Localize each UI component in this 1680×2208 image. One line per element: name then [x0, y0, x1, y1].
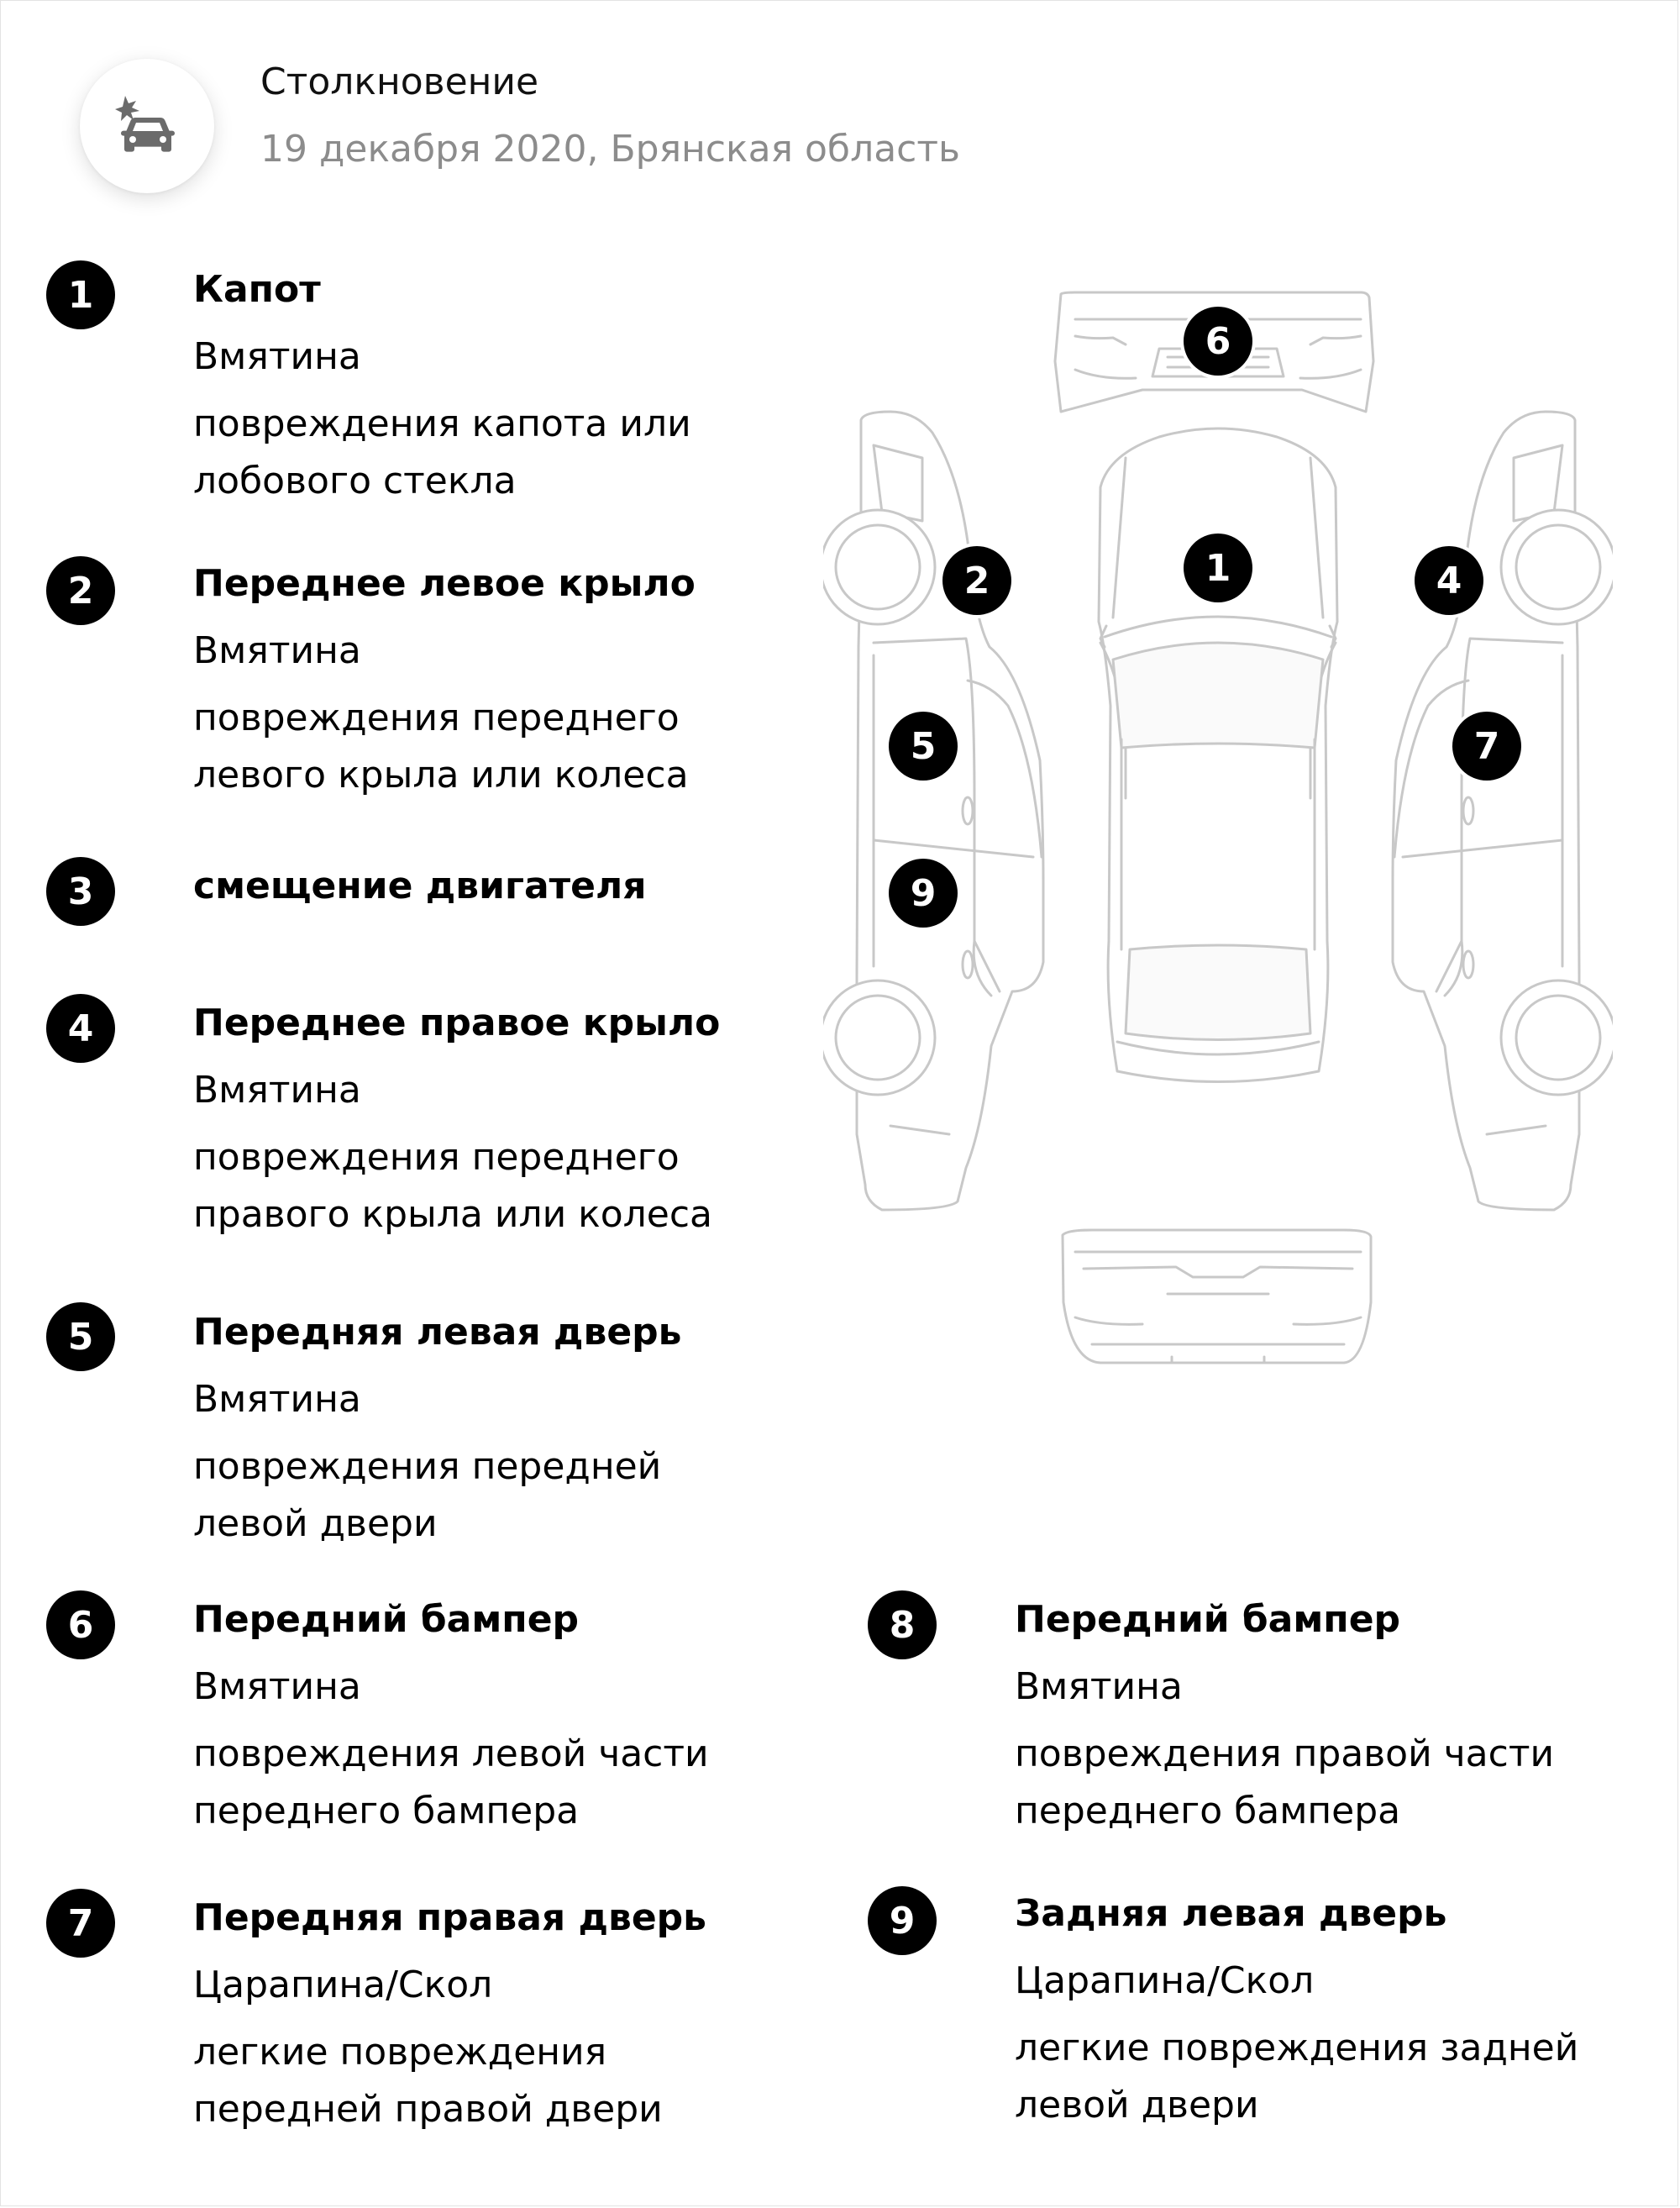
event-title: Столкновение — [260, 60, 539, 103]
damage-type: Вмятина — [193, 335, 361, 378]
damage-number-badge: 8 — [868, 1590, 937, 1659]
damage-type: Вмятина — [1015, 1665, 1183, 1708]
damage-description: повреждения левой части переднего бампер… — [193, 1732, 709, 1832]
damage-description: повреждения правой части переднего бампе… — [1015, 1732, 1555, 1832]
damage-details: Задняя левая дверь Царапина/Скол легкие … — [1015, 1889, 1603, 2134]
damage-type: Вмятина — [193, 1378, 361, 1421]
damage-part: Переднее правое крыло — [193, 1001, 721, 1044]
car-crash-icon — [115, 96, 175, 152]
damage-details: Капот Вмятина повреждения капота или лоб… — [193, 265, 781, 510]
damage-details: Передняя правая дверь Царапина/Скол легк… — [193, 1893, 781, 2138]
damage-part: смещение двигателя — [193, 865, 647, 907]
damage-number-badge: 6 — [46, 1590, 115, 1659]
damage-details: Передний бампер Вмятина повреждения прав… — [1015, 1595, 1603, 1840]
car-damage-diagram: 6 1 2 4 5 7 9 — [819, 286, 1617, 1369]
damage-part: Передняя левая дверь — [193, 1311, 682, 1354]
damage-description: легкие повреждения передней правой двери — [193, 2031, 663, 2131]
damage-type: Вмятина — [193, 1665, 361, 1708]
car-rear-view — [1061, 1228, 1373, 1364]
damage-number-badge: 7 — [46, 1889, 115, 1958]
damage-details: Переднее левое крыло Вмятина повреждения… — [193, 559, 781, 804]
event-date-location: 19 декабря 2020, Брянская область — [260, 128, 960, 171]
damage-part: Передний бампер — [1015, 1598, 1401, 1641]
damage-type: Царапина/Скол — [193, 1964, 493, 2006]
damage-details: Передний бампер Вмятина повреждения лево… — [193, 1595, 781, 1840]
damage-description: легкие повреждения задней левой двери — [1015, 2027, 1579, 2127]
diagram-marker[interactable]: 2 — [942, 546, 1011, 615]
diagram-marker[interactable]: 6 — [1184, 307, 1252, 376]
damage-number-badge: 5 — [46, 1302, 115, 1371]
damage-part: Задняя левая дверь — [1015, 1892, 1447, 1935]
damage-description: повреждения переднего левого крыла или к… — [193, 697, 689, 796]
car-left-side-view — [819, 410, 1045, 1212]
diagram-marker[interactable]: 1 — [1184, 534, 1252, 602]
damage-type: Вмятина — [193, 1069, 361, 1112]
damage-details: смещение двигателя — [193, 861, 781, 912]
damage-part: Передняя правая дверь — [193, 1896, 706, 1939]
damage-number-badge: 4 — [46, 994, 115, 1063]
damage-details: Передняя левая дверь Вмятина повреждения… — [193, 1307, 781, 1553]
diagram-marker[interactable]: 9 — [889, 859, 958, 928]
damage-number-badge: 3 — [46, 857, 115, 926]
collision-icon-badge — [80, 59, 214, 193]
damage-part: Переднее левое крыло — [193, 562, 696, 605]
car-top-view — [1097, 427, 1339, 1083]
damage-description: повреждения передней левой двери — [193, 1445, 662, 1545]
damage-type: Царапина/Скол — [1015, 1959, 1315, 2002]
diagram-marker[interactable]: 7 — [1452, 712, 1521, 781]
car-right-side-view — [1391, 410, 1617, 1212]
damage-details: Переднее правое крыло Вмятина повреждени… — [193, 998, 781, 1243]
damage-description: повреждения капота или лобового стекла — [193, 402, 691, 502]
damage-number-badge: 1 — [46, 260, 115, 329]
damage-type: Вмятина — [193, 629, 361, 672]
damage-part: Передний бампер — [193, 1598, 580, 1641]
damage-description: повреждения переднего правого крыла или … — [193, 1136, 712, 1236]
damage-number-badge: 2 — [46, 556, 115, 625]
diagram-marker[interactable]: 4 — [1415, 546, 1483, 615]
damage-part: Капот — [193, 268, 321, 311]
damage-number-badge: 9 — [868, 1886, 937, 1955]
diagram-marker[interactable]: 5 — [889, 712, 958, 781]
